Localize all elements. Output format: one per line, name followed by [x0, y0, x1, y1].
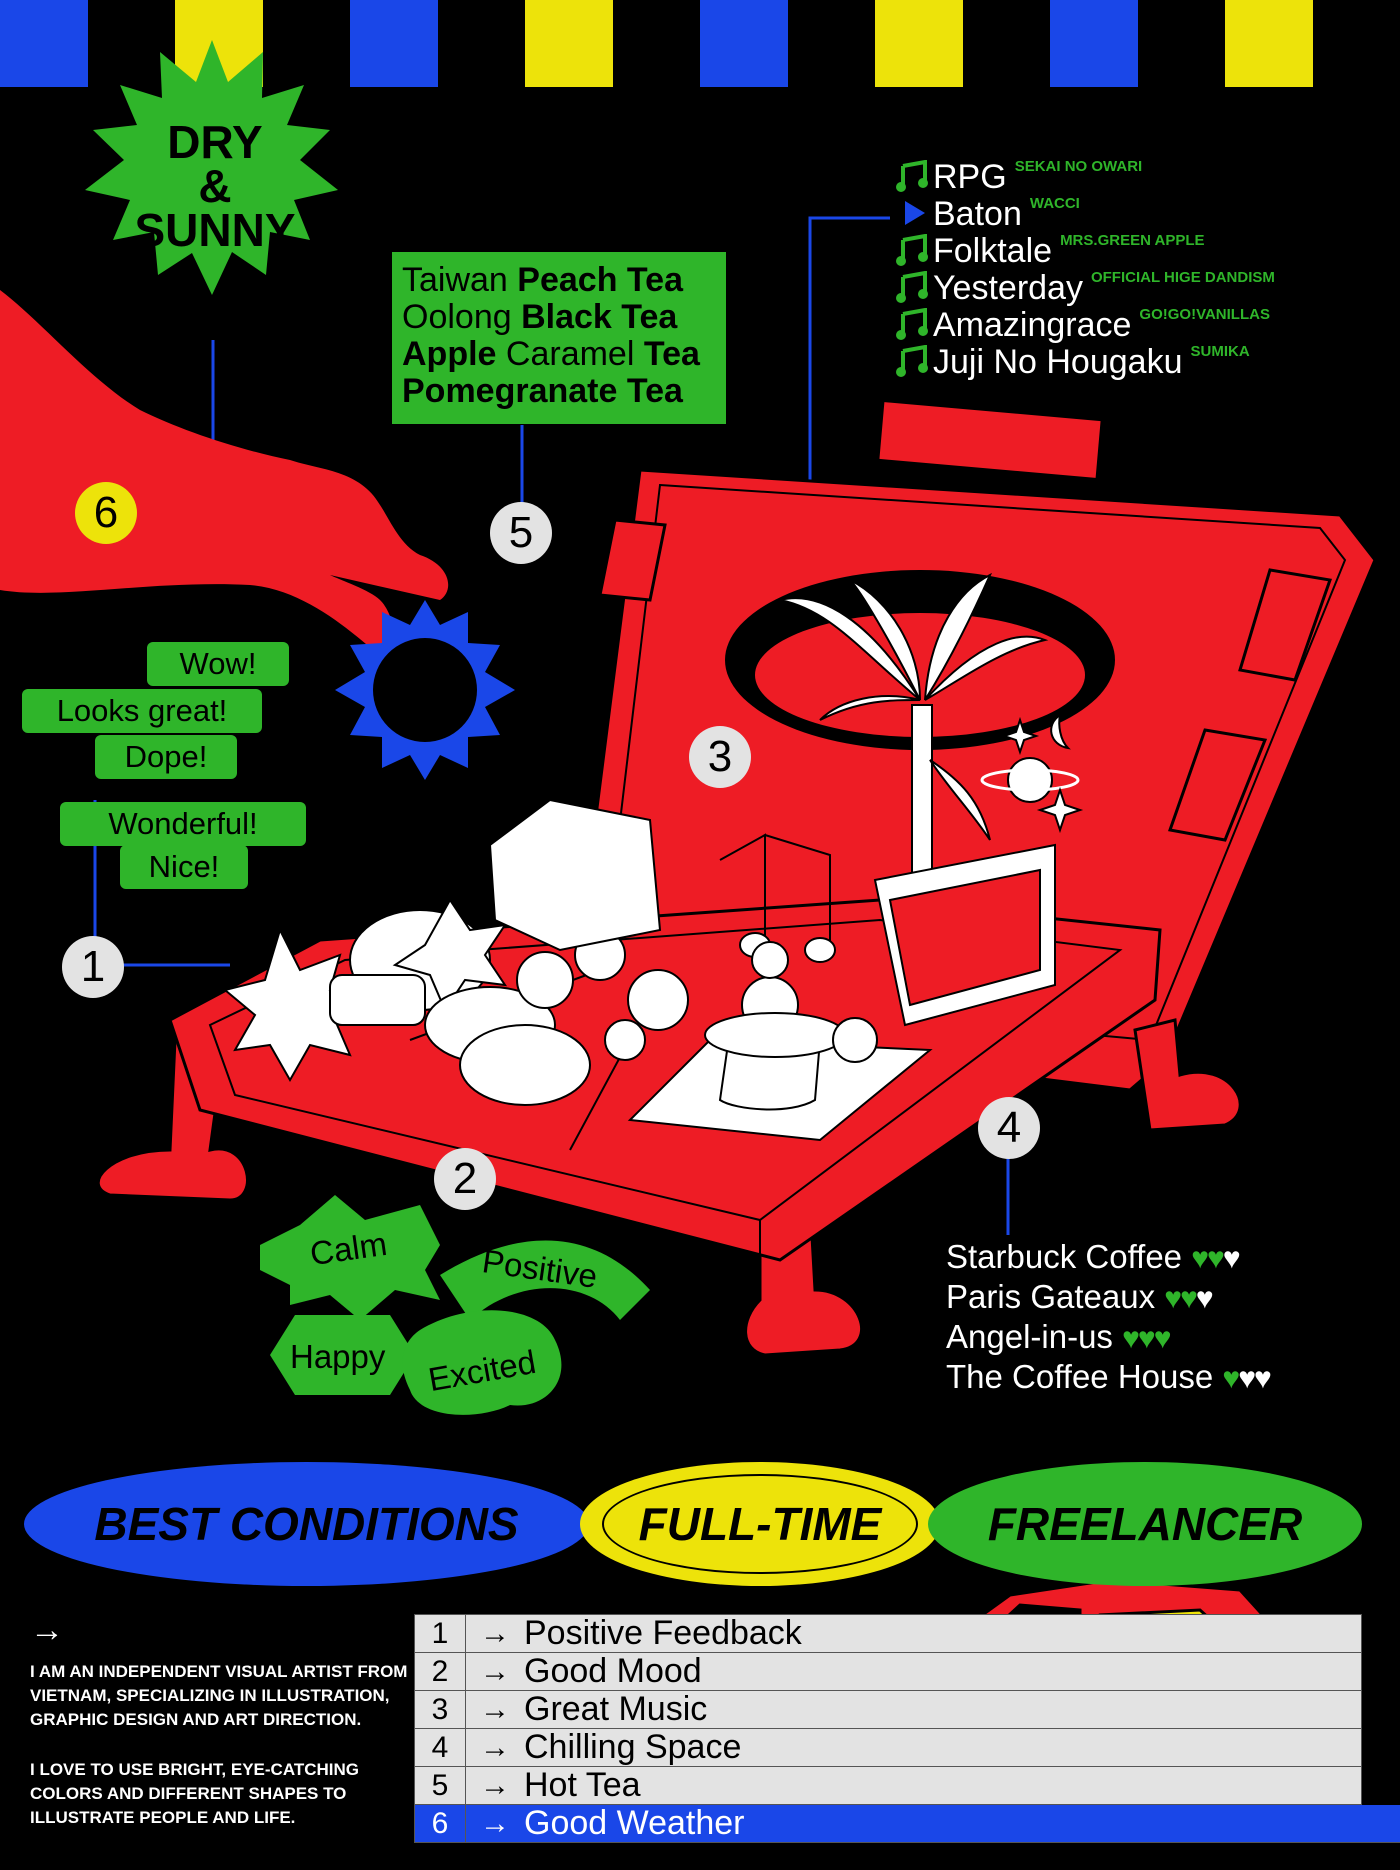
- top-stripe-block: [525, 0, 613, 87]
- marker-1: 1: [62, 936, 124, 998]
- top-stripe-block: [0, 0, 88, 87]
- music-note-icon: [896, 160, 928, 192]
- conditions-list: 1→Positive Feedback 2→Good Mood 3→Great …: [414, 1614, 1400, 1843]
- song-artist: SUMIKA: [1190, 343, 1250, 360]
- playlist-item[interactable]: RPG SEKAI NO OWARI: [895, 158, 1275, 197]
- top-stripe-block: [1225, 0, 1313, 87]
- playlist-item[interactable]: Baton WACCI: [895, 195, 1275, 234]
- tea-menu: Taiwan Peach Tea Oolong Black Tea Apple …: [392, 252, 726, 424]
- pointing-hand: [0, 290, 449, 660]
- rating-hearts: ♥♥♥: [1191, 1242, 1240, 1275]
- tea-item: Apple Caramel Tea: [402, 335, 700, 373]
- cafe-item: Angel-in-us ♥♥♥: [946, 1318, 1172, 1355]
- condition-row[interactable]: 2→Good Mood: [414, 1653, 1362, 1691]
- feedback-bubble: Nice!: [120, 845, 248, 889]
- music-note-icon: [896, 308, 928, 340]
- song-artist: GO!GO!VANILLAS: [1139, 306, 1270, 323]
- feedback-bubble: Looks great!: [22, 689, 262, 733]
- top-stripe-block: [1050, 0, 1138, 87]
- weather-line-3: SUNNY: [134, 204, 296, 256]
- bio-paragraph-2: I LOVE TO USE BRIGHT, EYE-CATCHING COLOR…: [30, 1760, 360, 1827]
- cafe-ratings: Starbuck Coffee ♥♥♥ Paris Gateaux ♥♥♥ An…: [946, 1238, 1272, 1398]
- feedback-bubble: Dope!: [95, 735, 237, 779]
- happy-sticker: [270, 1315, 415, 1395]
- tea-item: Taiwan Peach Tea: [402, 261, 683, 299]
- positive-sticker: [440, 1240, 650, 1320]
- feedback-bubble: Wonderful!: [60, 802, 306, 846]
- tea-item: Oolong Black Tea: [402, 298, 678, 336]
- song-artist: SEKAI NO OWARI: [1014, 158, 1143, 175]
- music-note-icon: [896, 271, 928, 303]
- cafe-item: Starbuck Coffee ♥♥♥: [946, 1238, 1241, 1275]
- top-stripe-block: [700, 0, 788, 87]
- pill-full-time: FULL-TIME: [580, 1462, 940, 1586]
- playlist-item[interactable]: Folktale MRS.GREEN APPLE: [895, 232, 1275, 271]
- weather-title: DRY & SUNNY: [115, 116, 315, 256]
- song-title: Folktale: [933, 232, 1053, 270]
- playlist-item[interactable]: Yesterday OFFICIAL HIGE DANDISM: [895, 269, 1275, 308]
- tea-item: Pomegranate Tea: [402, 372, 683, 410]
- condition-row[interactable]: 3→Great Music: [414, 1691, 1362, 1729]
- playlist-item[interactable]: Amazingrace GO!GO!VANILLAS: [895, 306, 1275, 345]
- condition-row[interactable]: 5→Hot Tea: [414, 1767, 1362, 1805]
- weather-line-1: DRY: [167, 116, 263, 168]
- top-stripe-block: [875, 0, 963, 87]
- marker-2: 2: [434, 1148, 496, 1210]
- play-icon: [905, 201, 925, 225]
- top-stripe-block: [350, 0, 438, 87]
- pill-best-conditions: BEST CONDITIONS: [24, 1462, 589, 1586]
- cafe-item: Paris Gateaux ♥♥♥: [946, 1278, 1214, 1315]
- weather-line-2: &: [198, 160, 232, 212]
- music-note-icon: [896, 234, 928, 266]
- playlist: RPG SEKAI NO OWARI Baton WACCI Folktale MRS…: [895, 158, 1275, 382]
- calm-sticker: [260, 1195, 440, 1320]
- mood-label: Happy: [290, 1338, 386, 1375]
- excited-sticker: [402, 1310, 562, 1415]
- playlist-item[interactable]: Juji No Hougaku SUMIKA: [895, 343, 1275, 382]
- song-artist: MRS.GREEN APPLE: [1060, 232, 1205, 249]
- marker-4: 4: [978, 1097, 1040, 1159]
- pill-freelancer: FREELANCER: [928, 1462, 1362, 1586]
- marker-3: 3: [689, 726, 751, 788]
- condition-row-selected[interactable]: 6→Good Weather: [414, 1805, 1400, 1843]
- bio-paragraph-1: I AM AN INDEPENDENT VISUAL ARTIST FROM V…: [30, 1662, 408, 1729]
- rating-hearts: ♥♥♥: [1164, 1282, 1213, 1315]
- condition-row[interactable]: 1→Positive Feedback: [414, 1614, 1362, 1653]
- song-title: Yesterday: [933, 269, 1083, 307]
- song-artist: OFFICIAL HIGE DANDISM: [1090, 269, 1275, 286]
- rating-hearts: ♥♥♥: [1222, 1362, 1271, 1395]
- song-title: Juji No Hougaku: [933, 343, 1183, 381]
- feedback-bubble: Wow!: [147, 642, 289, 686]
- marker-6: 6: [75, 482, 137, 544]
- bio-arrow: →: [30, 1611, 64, 1649]
- marker-5: 5: [490, 502, 552, 564]
- song-title: RPG: [933, 158, 1007, 196]
- song-title: Amazingrace: [933, 306, 1132, 344]
- song-title: Baton: [933, 195, 1022, 233]
- cafe-item: The Coffee House ♥♥♥: [946, 1358, 1272, 1395]
- song-artist: WACCI: [1029, 195, 1080, 212]
- condition-row[interactable]: 4→Chilling Space: [414, 1729, 1362, 1767]
- rating-hearts: ♥♥♥: [1122, 1322, 1171, 1355]
- sun-burst-sticker: [85, 40, 338, 295]
- music-note-icon: [896, 345, 928, 377]
